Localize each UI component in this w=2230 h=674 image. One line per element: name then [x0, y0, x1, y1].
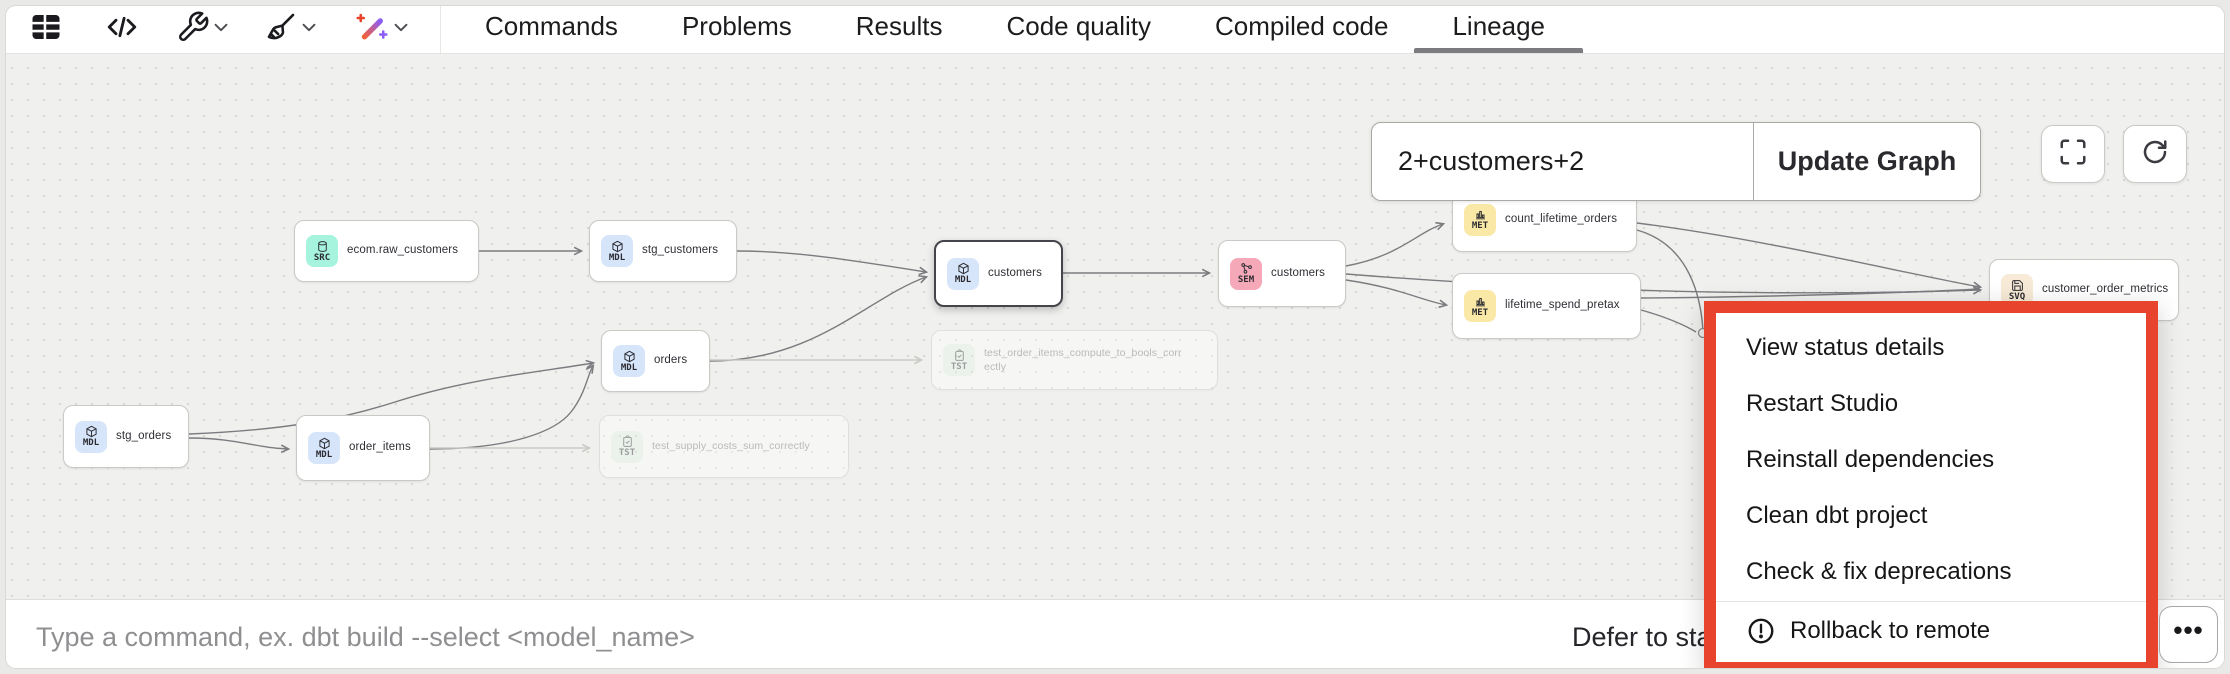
menu-item-clean-dbt-project[interactable]: Clean dbt project — [1746, 502, 1928, 529]
metric-badge: MET — [1464, 290, 1496, 322]
lineage-node-orders[interactable]: MDL orders — [601, 330, 710, 392]
lineage-node-model-selected[interactable]: MDL customers — [934, 240, 1063, 307]
bar-chart-icon — [1475, 297, 1485, 306]
bar-chart-icon — [1475, 211, 1485, 220]
cube-icon — [623, 350, 635, 362]
menu-item-view-status-details[interactable]: View status details — [1746, 334, 1945, 361]
lineage-node-metric-2[interactable]: MET lifetime_spend_pretax — [1452, 273, 1641, 339]
top-toolbar: Commands Problems Results Code quality C… — [6, 6, 2224, 54]
saved-query-badge: SVQ — [2001, 274, 2033, 306]
menu-item-label: Rollback to remote — [1790, 617, 1991, 644]
node-label: stg_orders — [116, 429, 172, 442]
wrench-icon — [176, 10, 210, 44]
command-input[interactable]: Type a command, ex. dbt build --select <… — [36, 622, 695, 652]
lineage-node-stg-orders[interactable]: MDL stg_orders — [63, 405, 189, 468]
warning-circle-icon — [1746, 616, 1776, 646]
refresh-icon — [2140, 137, 2170, 172]
menu-item-reinstall-dependencies[interactable]: Reinstall dependencies — [1746, 446, 1995, 473]
lineage-node-model[interactable]: MDL stg_customers — [589, 220, 737, 282]
node-label: test_order_items_compute_to_bools_correc… — [984, 346, 1182, 373]
update-graph-button[interactable]: Update Graph — [1777, 146, 1957, 176]
node-label: test_supply_costs_sum_correctly — [652, 440, 810, 453]
node-label: customer_order_metrics — [2042, 283, 2169, 296]
lineage-node-test-2[interactable]: TST test_supply_costs_sum_correctly — [599, 415, 849, 478]
fullscreen-button[interactable] — [2041, 125, 2105, 183]
defer-toggle-label: Defer to sta — [1572, 622, 1712, 652]
node-label: stg_customers — [642, 244, 719, 257]
clean-tools-dropdown[interactable] — [264, 10, 320, 44]
save-icon — [2011, 279, 2023, 291]
tab-lineage[interactable]: Lineage — [1414, 6, 1583, 53]
lineage-node-test-1[interactable]: TST test_order_items_compute_to_bools_co… — [931, 330, 1218, 390]
menu-item-check-fix-deprecations[interactable]: Check & fix deprecations — [1746, 558, 2012, 585]
clipboard-check-icon — [954, 348, 964, 361]
selector-separator — [1752, 123, 1754, 200]
tab-code-quality[interactable]: Code quality — [1006, 11, 1152, 41]
database-icon — [317, 240, 327, 252]
clipboard-check-icon — [622, 435, 632, 447]
semantic-model-badge: SEM — [1230, 257, 1262, 290]
node-label: ecom.raw_customers — [347, 244, 459, 257]
model-badge: MDL — [308, 432, 340, 464]
panel-tabs: Commands Problems Results Code quality C… — [485, 6, 1583, 53]
lineage-edges — [188, 54, 2224, 599]
cube-icon — [85, 425, 97, 438]
code-button[interactable] — [104, 9, 140, 45]
magic-wand-icon — [354, 9, 390, 45]
more-options-button[interactable]: ••• — [2159, 606, 2218, 663]
tab-problems[interactable]: Problems — [681, 11, 792, 41]
cube-icon — [957, 262, 969, 275]
chevron-down-icon — [210, 16, 232, 38]
cube-icon — [611, 240, 623, 252]
source-badge: SRC — [306, 235, 338, 267]
menu-item-restart-studio[interactable]: Restart Studio — [1746, 390, 1899, 417]
node-label: lifetime_spend_pretax — [1505, 299, 1620, 312]
cube-icon — [318, 437, 330, 449]
toolbar-divider — [440, 6, 441, 53]
graph-selector-control: 2+customers+2 Update Graph — [1371, 122, 1981, 201]
test-badge: TST — [943, 344, 975, 376]
model-badge: MDL — [75, 420, 107, 453]
tab-results[interactable]: Results — [855, 11, 943, 41]
node-label: customers — [988, 266, 1042, 279]
node-label: count_lifetime_orders — [1505, 212, 1618, 225]
graph-nodes-icon — [1240, 263, 1252, 274]
model-badge: MDL — [947, 257, 979, 290]
code-icon — [104, 9, 140, 45]
chevron-down-icon — [298, 16, 320, 38]
status-context-menu-highlight: View status details Restart Studio Reins… — [1704, 301, 2158, 668]
node-label: customers — [1271, 266, 1325, 279]
menu-divider — [1716, 601, 2146, 602]
test-badge: TST — [611, 430, 643, 463]
selector-input[interactable]: 2+customers+2 — [1398, 146, 1585, 176]
lineage-node-source[interactable]: SRC ecom.raw_customers — [294, 220, 479, 282]
lineage-node-order-items[interactable]: MDL order_items — [296, 415, 430, 481]
status-context-menu: View status details Restart Studio Reins… — [1716, 313, 2146, 659]
app-window: Commands Problems Results Code quality C… — [6, 6, 2224, 668]
broom-icon — [264, 10, 298, 44]
model-badge: MDL — [601, 235, 633, 267]
build-tools-dropdown[interactable] — [176, 10, 232, 44]
metric-badge: MET — [1464, 203, 1496, 236]
fullscreen-icon — [2058, 137, 2088, 172]
chevron-down-icon — [390, 16, 412, 38]
tab-compiled-code[interactable]: Compiled code — [1215, 11, 1389, 41]
model-badge: MDL — [613, 345, 645, 377]
node-label: orders — [654, 354, 688, 367]
menu-item-rollback-to-remote[interactable]: Rollback to remote — [1716, 603, 2146, 659]
tab-commands[interactable]: Commands — [485, 11, 618, 41]
lineage-node-semantic[interactable]: SEM customers — [1218, 240, 1346, 307]
table-icon — [28, 9, 64, 45]
ai-assist-dropdown[interactable] — [354, 9, 412, 45]
refresh-graph-button[interactable] — [2123, 125, 2187, 183]
node-label: order_items — [349, 441, 411, 454]
table-view-button[interactable] — [28, 9, 64, 45]
